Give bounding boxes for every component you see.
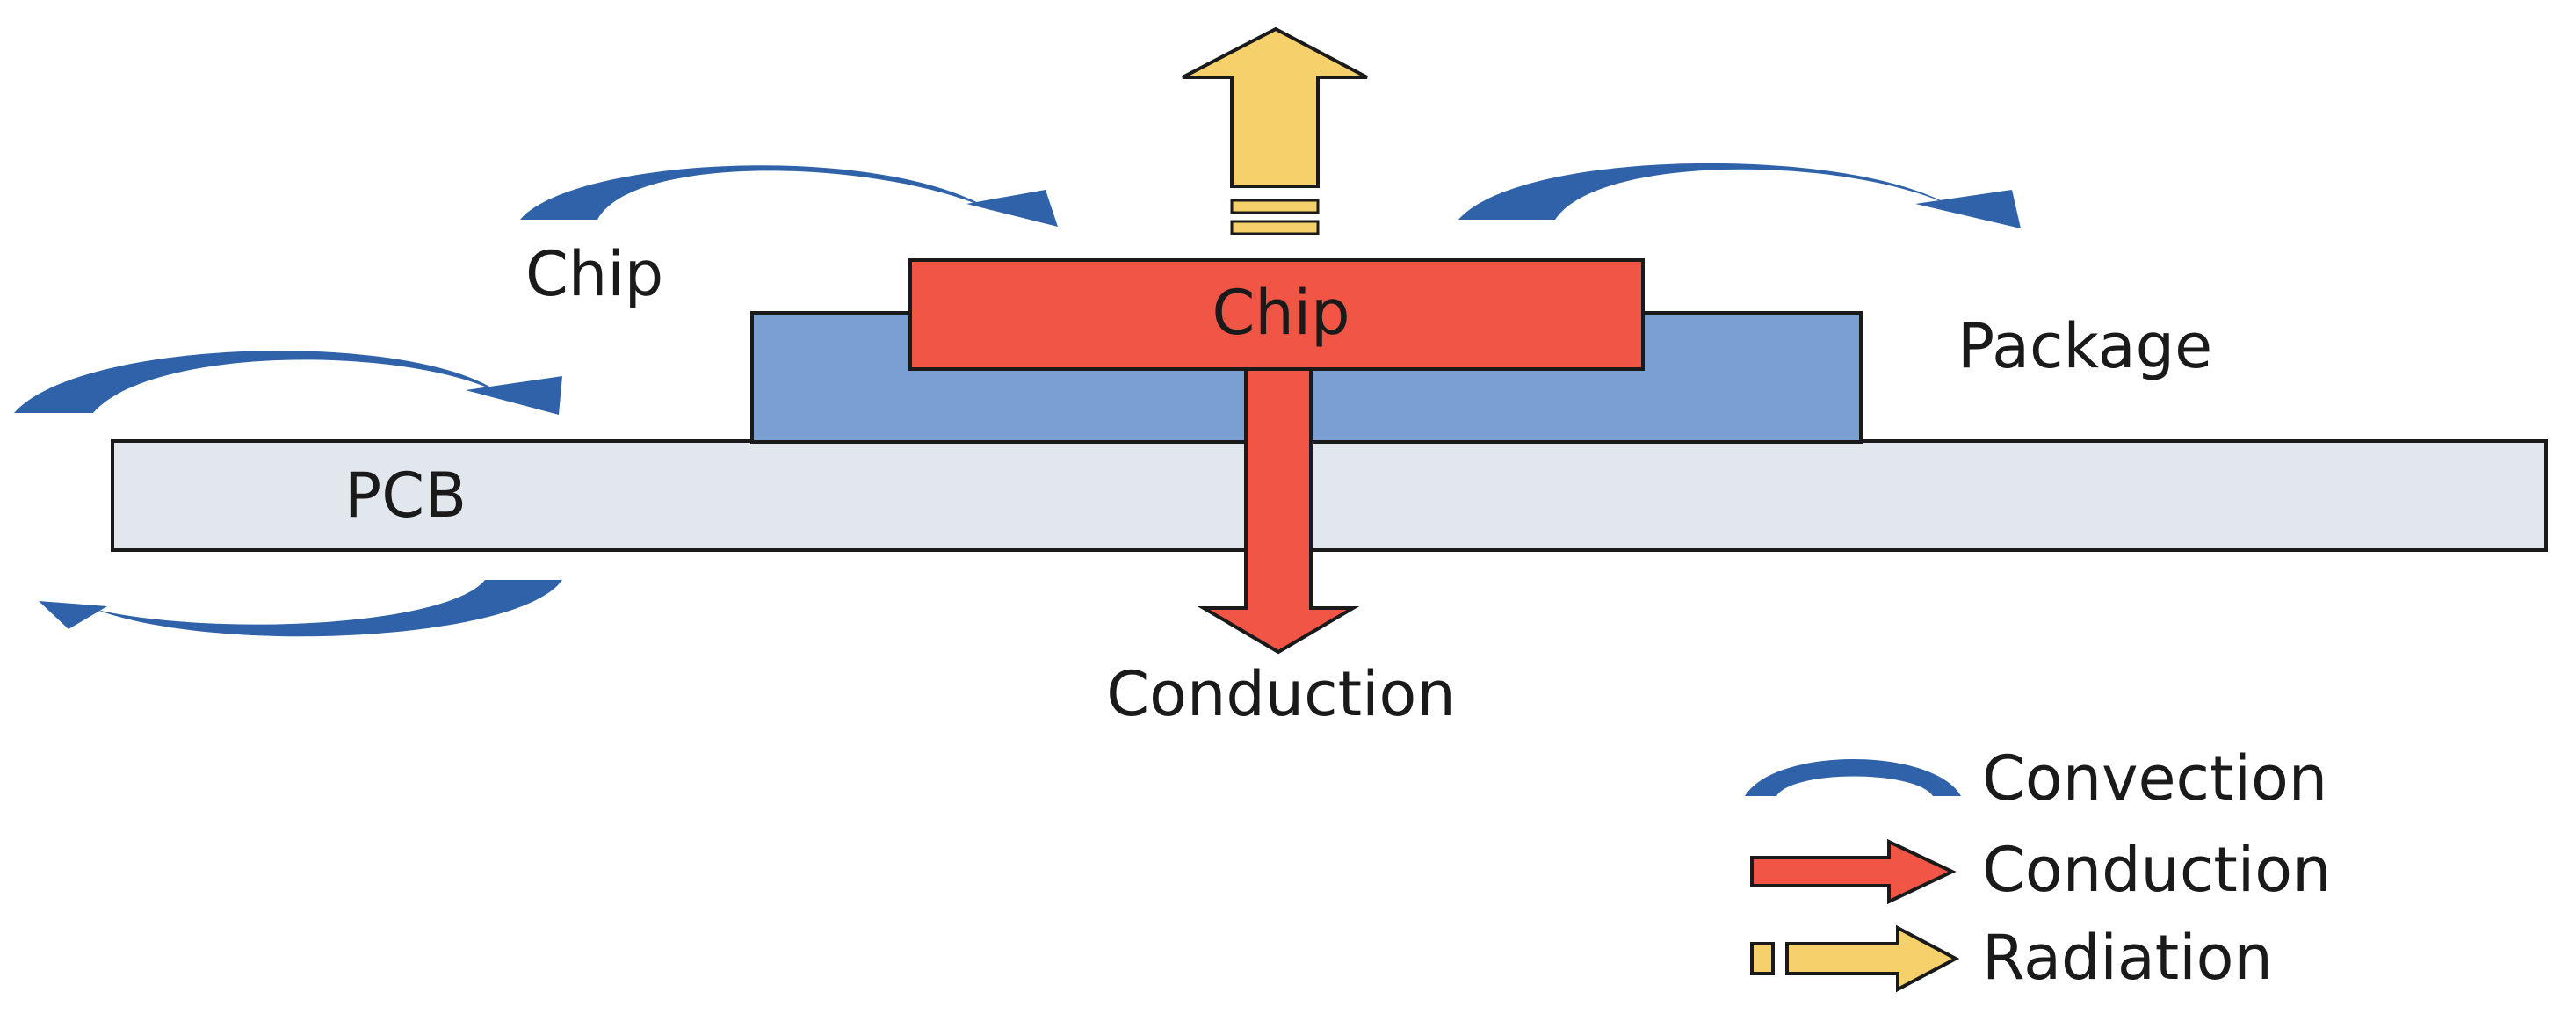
radiation-dash-2 <box>1230 220 1320 235</box>
convection-arc-top-right <box>1458 163 2021 228</box>
pcb-board <box>111 439 2548 552</box>
legend-label-radiation: Radiation <box>1982 922 2273 994</box>
yellow-arrow-icon-dash <box>1750 942 1775 975</box>
conduction-label: Conduction <box>1106 658 1455 730</box>
yellow-arrow-icon <box>1785 924 1960 993</box>
legend-label-conduction: Conduction <box>1982 834 2331 906</box>
legend-item-radiation: Radiation <box>1750 922 2273 994</box>
chip-block-label: Chip <box>1212 277 1350 349</box>
convection-arc-left-upper <box>14 351 562 415</box>
convection-arc-icon <box>1745 759 1961 796</box>
red-arrow-icon <box>1750 838 1957 905</box>
radiation-dash-1 <box>1230 199 1320 214</box>
radiation-up-arrow <box>1182 26 1368 188</box>
package-label: Package <box>1957 310 2212 382</box>
chip-left-label: Chip <box>525 238 663 310</box>
convection-arc-left-lower <box>39 580 562 637</box>
legend-item-convection: Convection <box>1745 742 2327 815</box>
conduction-down-arrow <box>1197 366 1360 655</box>
convection-arc-top-left <box>520 165 1058 227</box>
legend: Convection Conduction Radiation <box>1745 742 2331 994</box>
pcb-label: PCB <box>344 460 467 532</box>
legend-label-convection: Convection <box>1982 742 2327 815</box>
chip-block <box>908 258 1645 371</box>
legend-item-conduction: Conduction <box>1750 834 2331 906</box>
